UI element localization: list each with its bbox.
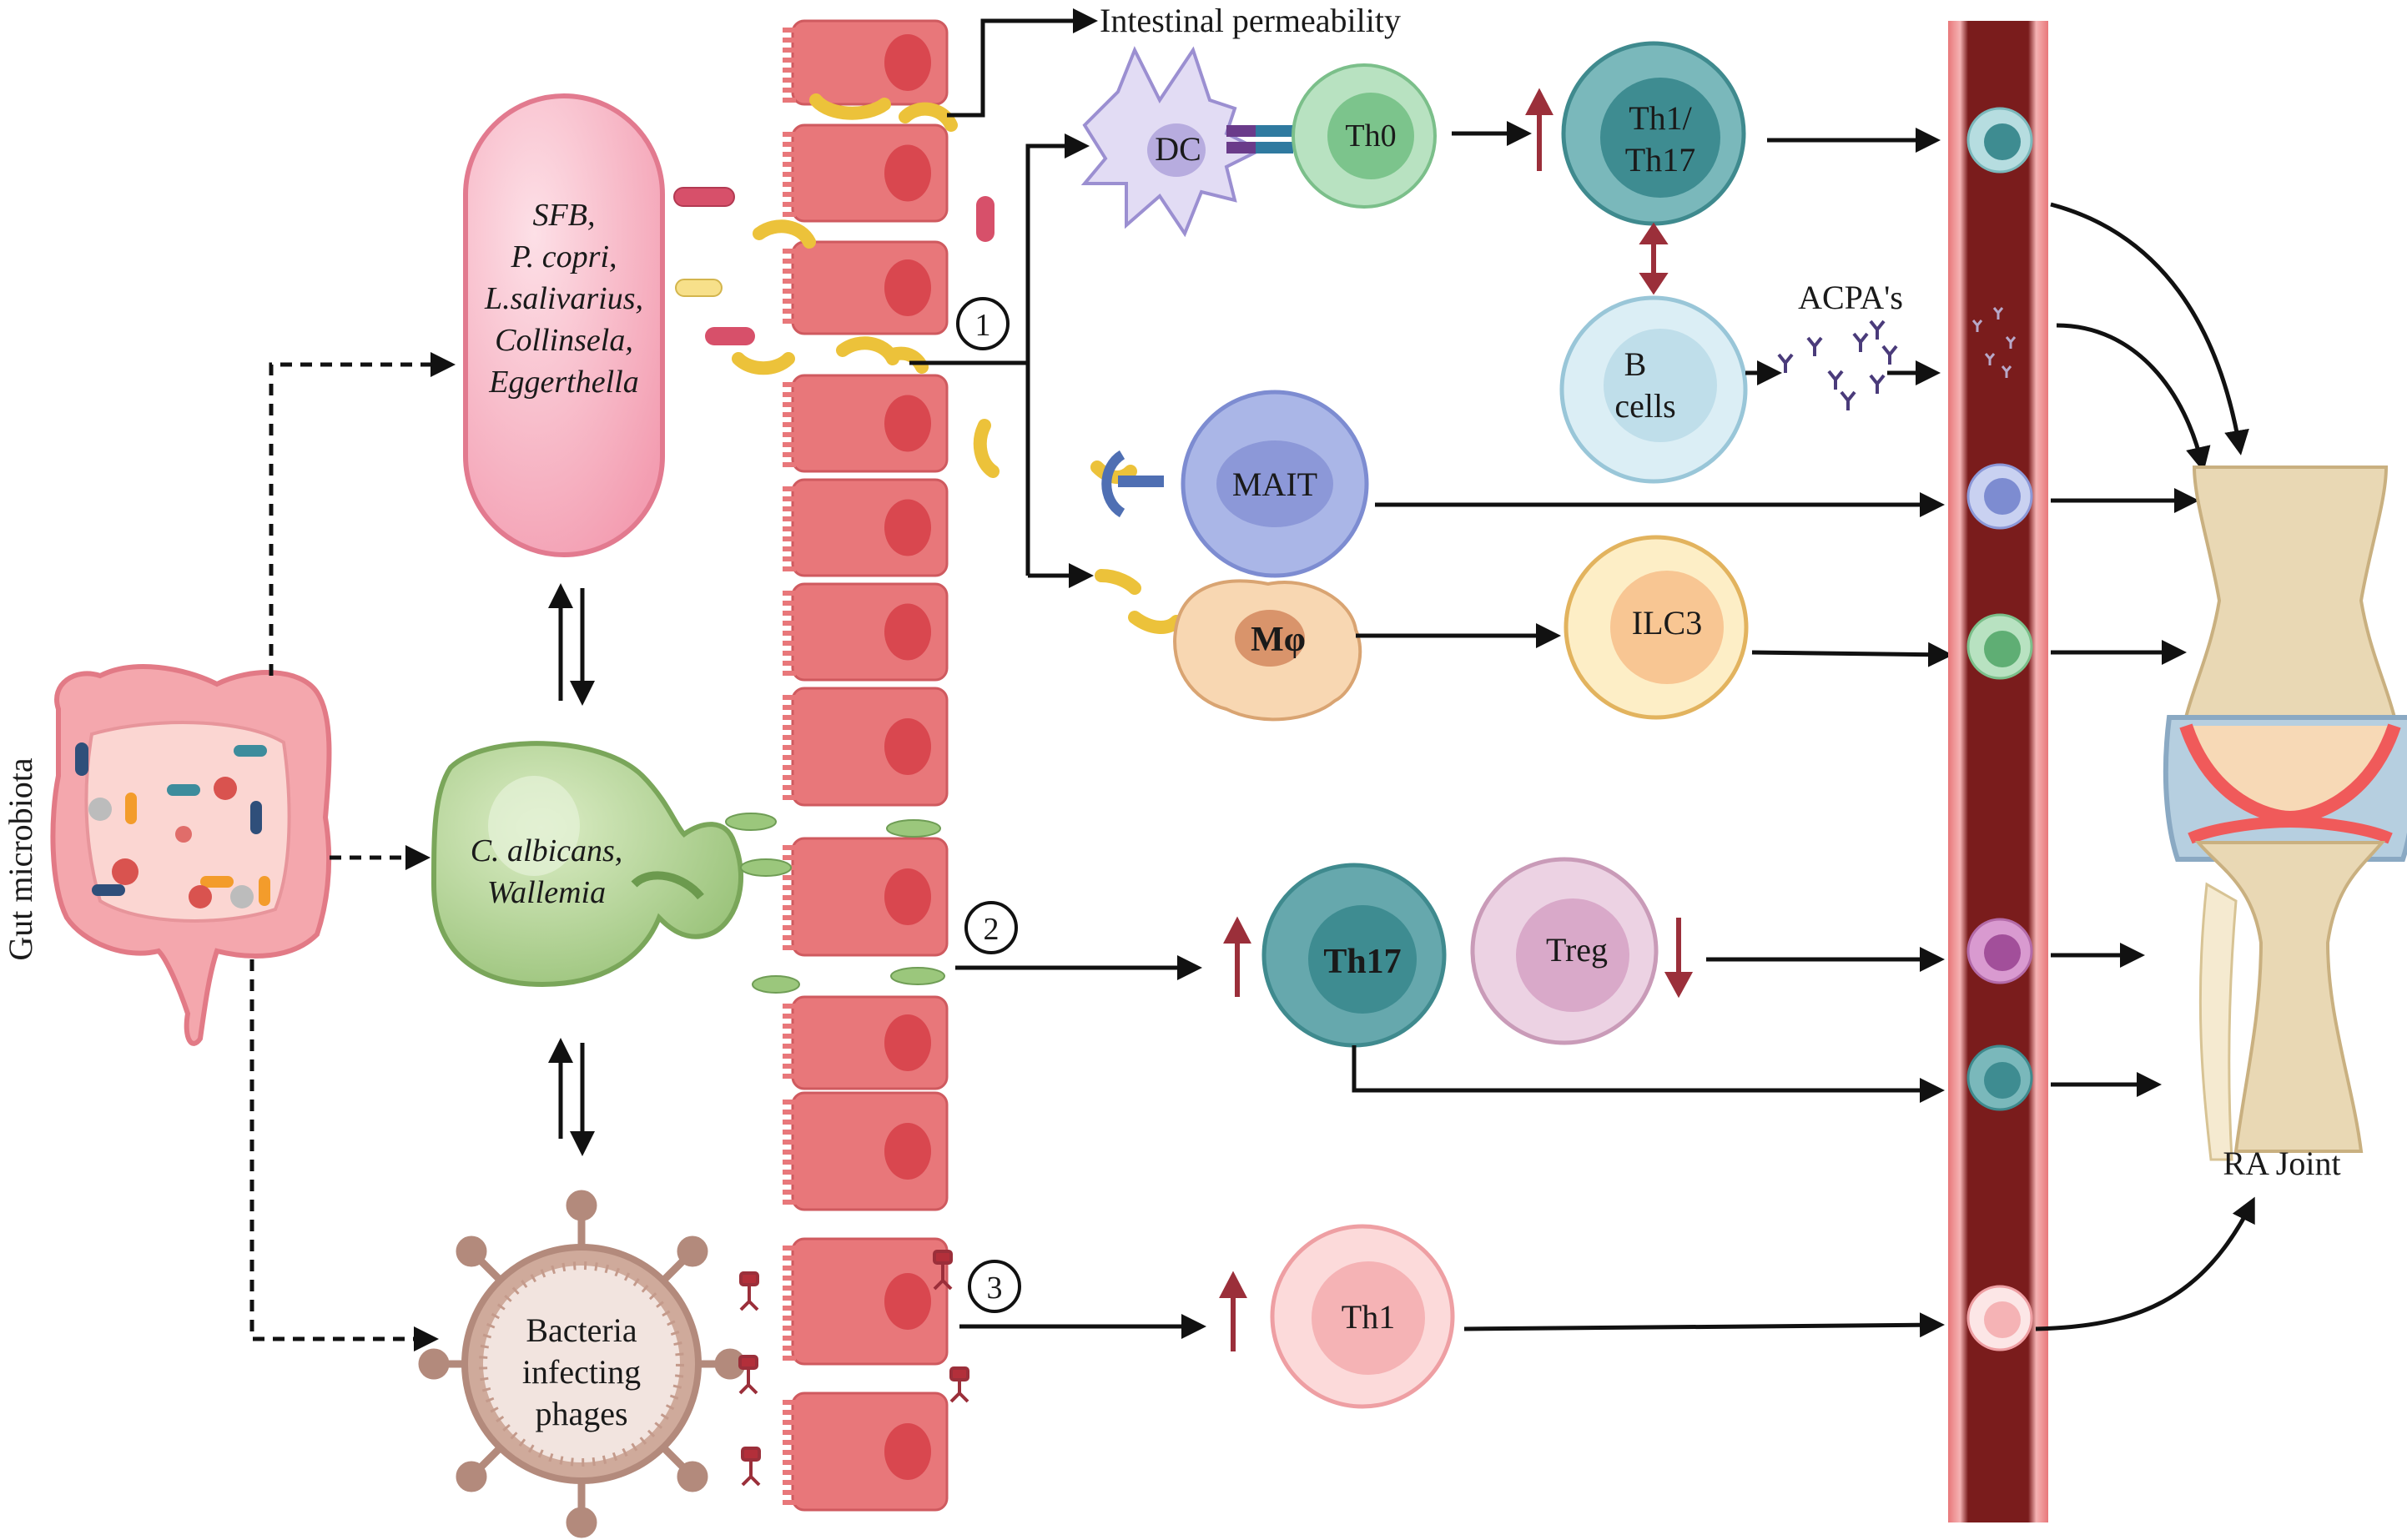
dendritic-cell-icon <box>1080 46 1293 238</box>
bacteria-capsule: SFB, P. copri, L.salivarius, Collinsela,… <box>463 93 665 557</box>
yeast-icon <box>431 741 743 988</box>
th0-label: Th0 <box>1345 118 1396 153</box>
b-cells <box>1559 295 1748 484</box>
mait-label: MAIT <box>1232 466 1317 503</box>
bidirectional-arrows <box>548 583 595 1156</box>
th17-cell <box>1261 863 1447 1048</box>
vessel-to-joint-arrows <box>2035 202 2255 1331</box>
treg-down-arrow <box>1664 918 1694 999</box>
phage-line-1: Bacteria <box>526 1311 637 1349</box>
pathway-3-badge <box>968 1260 1021 1313</box>
epithelial-cell <box>783 995 949 1090</box>
epithelial-cell <box>783 19 949 106</box>
th1-th17-line-1: Th1/ <box>1629 99 1692 137</box>
vessel-cell-ilc3 <box>1966 613 2033 680</box>
fungi-line-1: C. albicans, <box>471 833 623 868</box>
treg-cell <box>1470 857 1659 1045</box>
pathway-1-badge <box>956 297 1010 350</box>
epithelial-cell <box>783 240 949 335</box>
b-cells-line-2: cells <box>1614 387 1675 425</box>
phage-line-2: infecting <box>522 1353 641 1391</box>
vessel-cell-th1 <box>1966 1285 2033 1351</box>
ilc3-label: ILC3 <box>1632 604 1702 642</box>
pathway-3-number: 3 <box>987 1271 1003 1306</box>
ra-joint-label: RA Joint <box>2223 1145 2340 1182</box>
bacteria-line-1: SFB, <box>533 198 596 233</box>
intestinal-epithelium <box>783 19 949 1512</box>
th1-th17-cell <box>1561 41 1746 226</box>
gut-icon <box>50 664 332 1046</box>
phage-line-3: phages <box>535 1395 627 1432</box>
th1-cell <box>1270 1224 1455 1409</box>
antibody-icon <box>1777 320 1898 410</box>
epithelial-cell <box>783 1091 949 1211</box>
th1-th17-up-arrow <box>1525 88 1553 171</box>
vessel-acpa-particles <box>1971 307 2017 378</box>
macrophage-cell <box>1173 579 1362 722</box>
pathway-1-right-arrows <box>1356 128 1953 667</box>
fungi-line-2: Wallemia <box>487 875 606 910</box>
joint-icon <box>2163 466 2407 1161</box>
epithelial-cell <box>783 123 949 223</box>
epithelial-cell <box>783 582 949 682</box>
vessel-cell-th1-th17 <box>1966 107 2033 174</box>
vessel-cell-mait <box>1966 463 2033 530</box>
epithelial-cell <box>783 478 949 577</box>
ilc3-cell <box>1564 535 1749 720</box>
th1-label: Th1 <box>1342 1298 1395 1336</box>
pathway-1-number: 1 <box>975 308 991 343</box>
bacteria-icon <box>75 742 270 908</box>
mait-cell <box>1101 390 1369 578</box>
th1-up-arrow <box>1219 1271 1247 1351</box>
intestinal-permeability-label: Intestinal permeability <box>1100 2 1401 39</box>
th17-label: Th17 <box>1323 943 1401 981</box>
th0-cell <box>1292 63 1437 209</box>
b-cells-line-1: B <box>1624 345 1647 383</box>
th1-to-bcell-arrow <box>1639 222 1669 295</box>
epithelial-cell <box>783 374 949 473</box>
bacteria-line-2: P. copri, <box>510 239 617 274</box>
th1-th17-line-2: Th17 <box>1625 141 1695 179</box>
th17-up-arrow <box>1223 916 1251 997</box>
pathway-2-badge <box>964 901 1018 954</box>
phage-icon <box>418 1190 746 1538</box>
epithelial-cell <box>783 837 949 957</box>
vessel-cell-treg <box>1966 918 2033 984</box>
vessel-cell-th17 <box>1966 1044 2033 1111</box>
dashed-connectors <box>249 352 456 1351</box>
epithelial-cell <box>783 687 949 807</box>
epithelial-cell <box>783 1392 949 1512</box>
treg-label: Treg <box>1546 931 1608 969</box>
gut-microbiota-label: Gut microbiota <box>2 757 39 961</box>
macrophage-label: Mφ <box>1251 621 1306 659</box>
floating-microbes <box>673 93 1183 1487</box>
dc-label: DC <box>1155 130 1201 168</box>
pathway-1-arrows <box>909 8 1098 588</box>
bacteria-line-4: Collinsela, <box>495 323 633 358</box>
th1-to-vessel-arrow <box>1463 1312 1945 1338</box>
acpas-label: ACPA's <box>1798 279 1903 316</box>
epithelial-cell <box>783 1237 949 1366</box>
bacteria-line-3: L.salivarius, <box>484 281 643 316</box>
bacteria-line-5: Eggerthella <box>488 365 638 400</box>
pathway-2-number: 2 <box>984 912 1000 947</box>
pathway-2-right-arrows <box>1352 947 1945 1103</box>
blood-vessel <box>1948 21 2048 1522</box>
